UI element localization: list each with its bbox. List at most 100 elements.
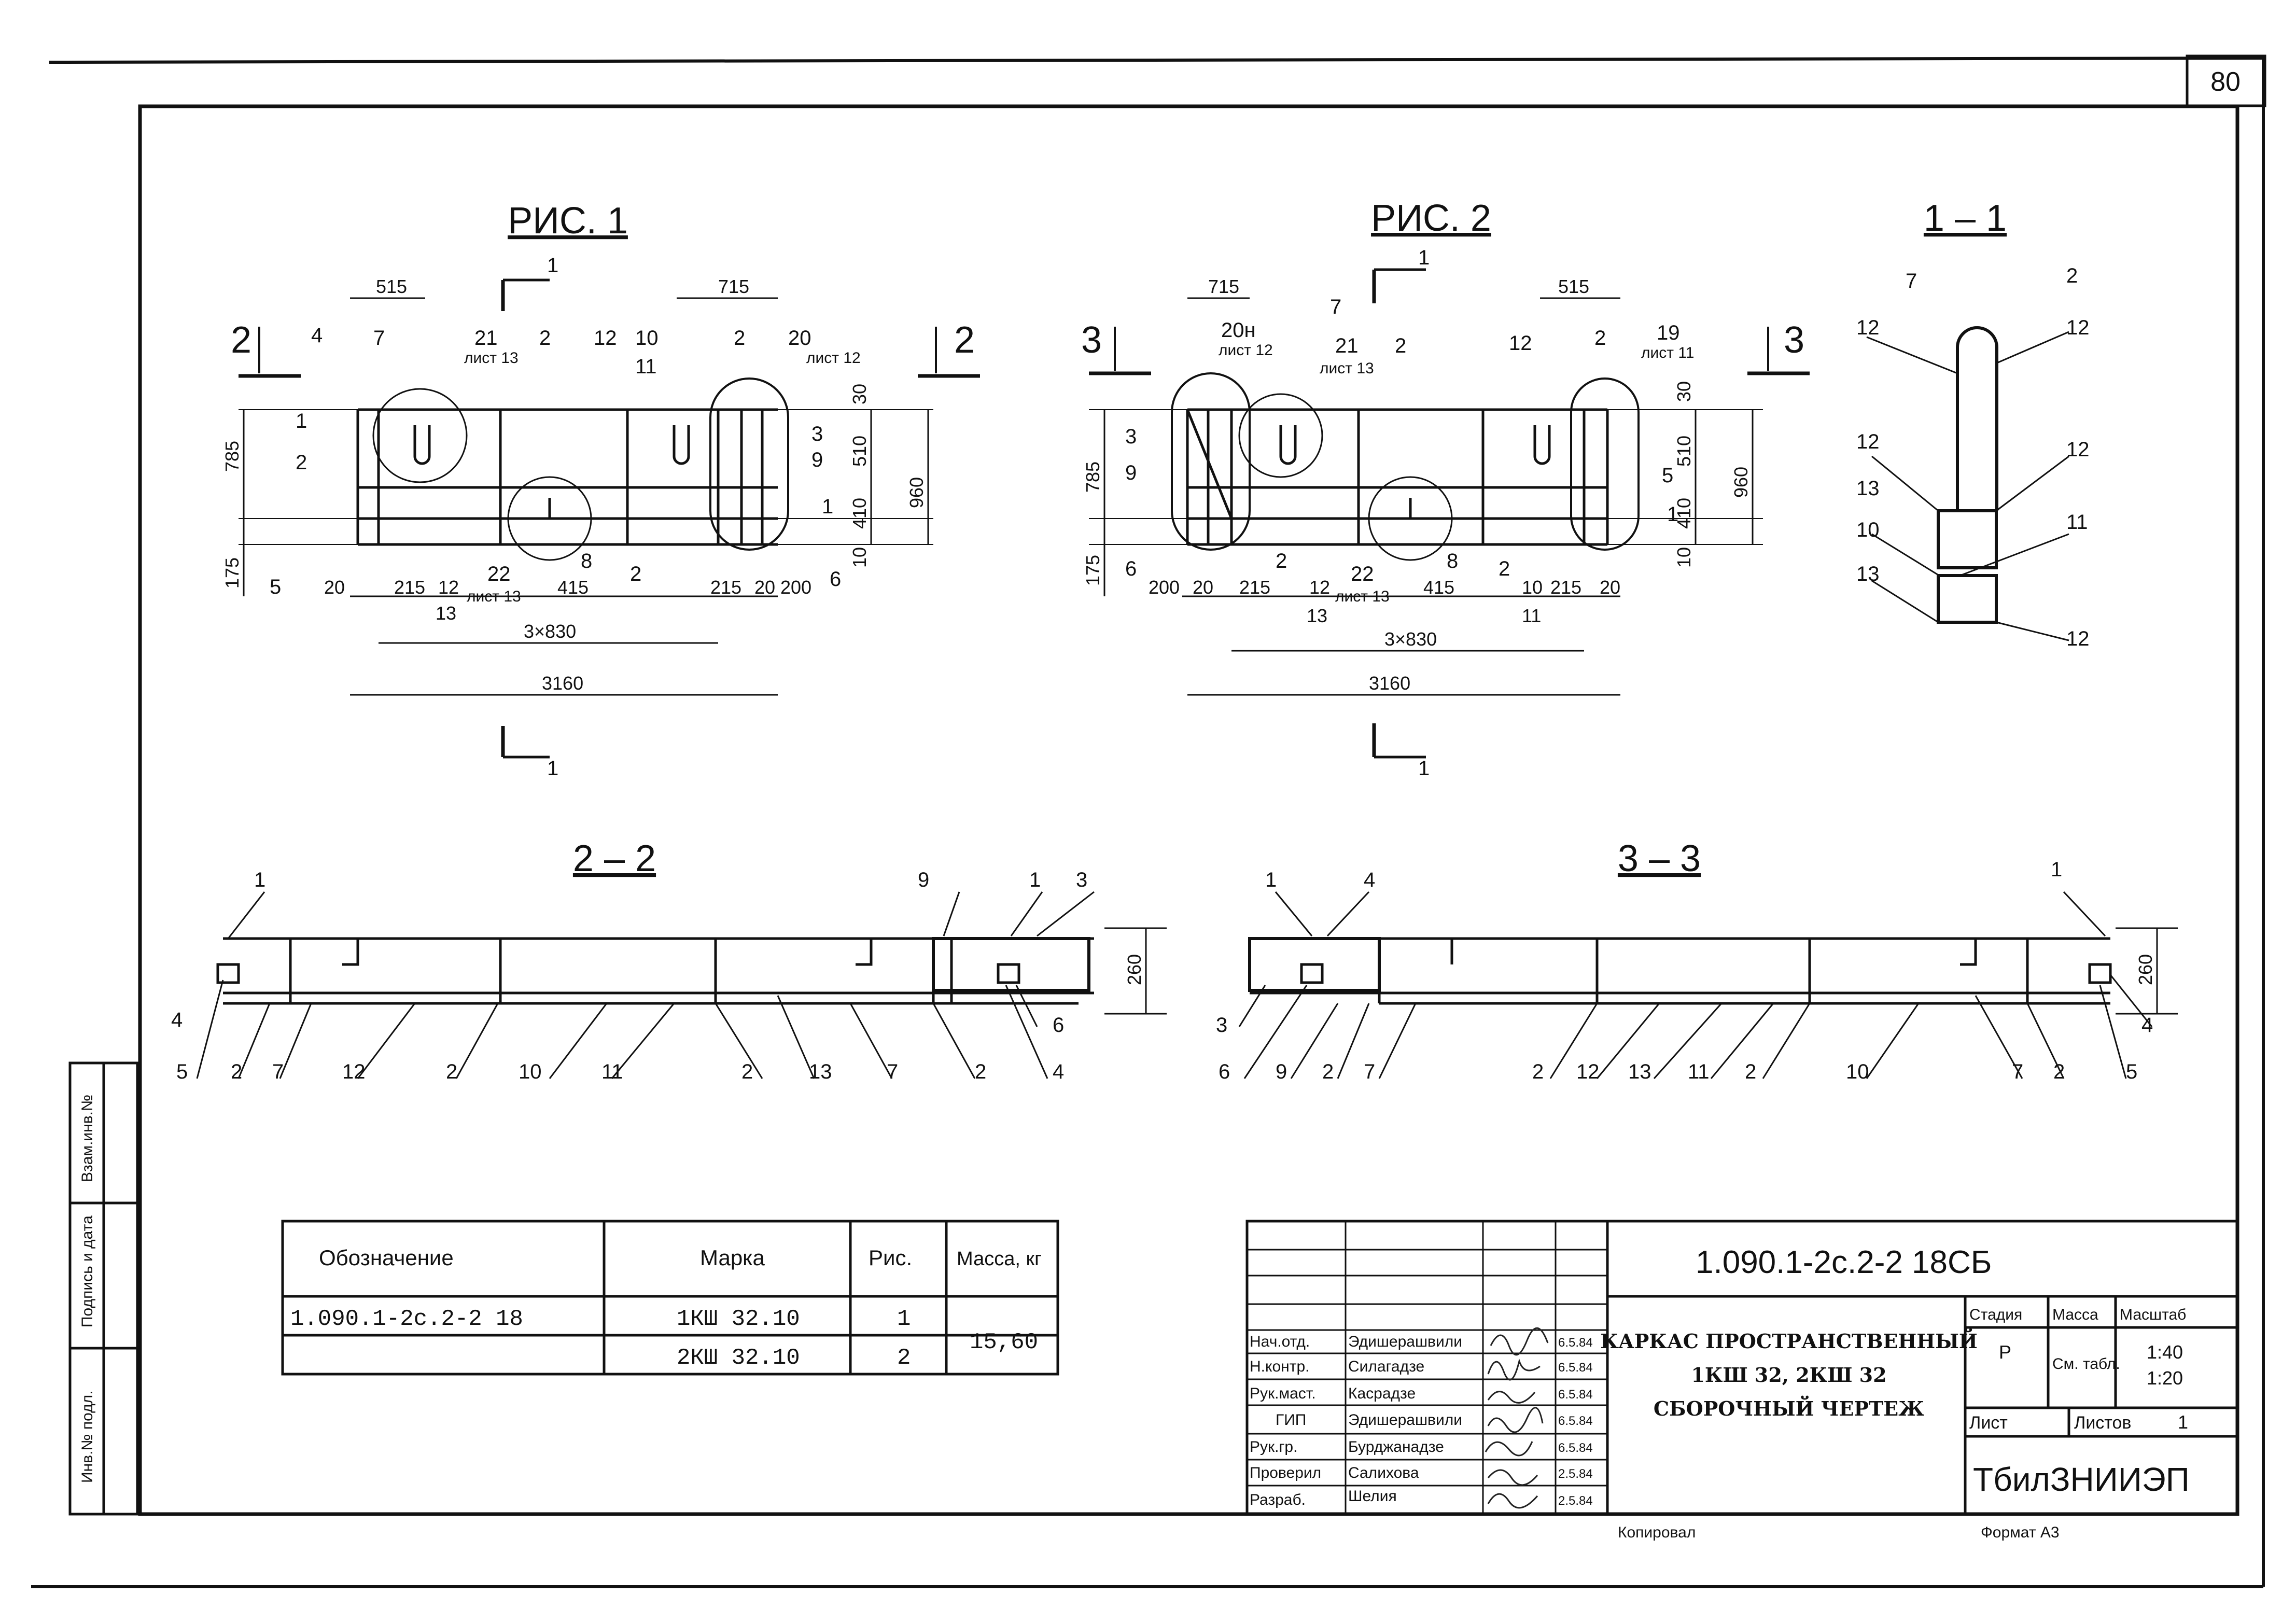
fig2-dim-515: 515 (1558, 276, 1589, 297)
fig1-mark-5: 5 (270, 576, 281, 598)
sec22-bot-2b: 2 (446, 1060, 457, 1083)
spec-header-mark: Марка (700, 1246, 765, 1270)
sig-role-3: ГИП (1276, 1411, 1306, 1429)
fig1-dim-410: 410 (849, 498, 870, 529)
sig-date-4: 6.5.84 (1558, 1441, 1593, 1455)
fig1-mark-7: 7 (373, 327, 385, 349)
title-line-3: СБОРОЧНЫЙ ЧЕРТЕЖ (1654, 1396, 1924, 1420)
sec22-bot-2d: 2 (975, 1060, 986, 1083)
signature-scribbles (1485, 1327, 1549, 1509)
title-line-2: 1КШ 32, 2КШ 32 (1691, 1363, 1886, 1387)
fig2-mark-6: 6 (1125, 557, 1137, 580)
sig-name-3: Эдишерашвили (1348, 1411, 1462, 1429)
spec-row1-mark: 1КШ 32.10 (677, 1306, 800, 1332)
sig-date-3: 6.5.84 (1558, 1414, 1593, 1428)
title-line-1: КАРКАС ПРОСТРАНСТВЕННЫЙ (1600, 1328, 1978, 1353)
sig-role-5: Проверил (1250, 1464, 1321, 1481)
sig-name-2: Касрадзе (1348, 1385, 1416, 1402)
fig2-dim-b13: 13 (1307, 605, 1327, 626)
sec11-mark-11: 11 (2066, 511, 2088, 534)
sig-role-4: Рук.гр. (1250, 1438, 1297, 1456)
sec11-mark-13a: 13 (1856, 477, 1880, 500)
sec33-bot-13: 13 (1628, 1060, 1651, 1083)
fig2-dim-b215a: 215 (1239, 577, 1270, 598)
scale-header: Масштаб (2120, 1306, 2186, 1323)
sec33-bot-6: 6 (1219, 1060, 1230, 1083)
fig2-mark-5: 5 (1662, 464, 1673, 487)
fig2-dim-410: 410 (1673, 498, 1695, 529)
side-stamp (68, 1061, 139, 1516)
sec22-bot-7a: 7 (272, 1060, 284, 1083)
sec22-bot-10: 10 (519, 1060, 542, 1083)
sec33-bot-5: 5 (2126, 1060, 2137, 1083)
fig1-dim-510: 510 (849, 436, 870, 467)
sec33-bot-3: 3 (1216, 1014, 1227, 1037)
fig2-tag-bottom: 1 (1418, 757, 1430, 780)
scale-value-1: 1:40 (2147, 1341, 2183, 1363)
sec22-top-3: 3 (1076, 869, 1087, 891)
sig-name-4: Бурджанадзе (1348, 1438, 1444, 1456)
fig2-callout-21-sheet: лист 13 (1320, 360, 1374, 377)
spec-table: Обозначение Марка Рис. Масса, кг 1.090.1… (281, 1220, 1059, 1376)
section-2-2: 2 – 2 (171, 838, 1167, 1083)
fig1-callout-21-sheet: лист 13 (464, 349, 519, 367)
fig2-title: РИС. 2 (1371, 198, 1491, 239)
doc-code: 1.090.1-2с.2-2 18СБ (1696, 1244, 1992, 1280)
mass-header: Масса (2052, 1306, 2098, 1323)
sec33-bot-4: 4 (2141, 1014, 2153, 1037)
fig2-dim-b20b: 20 (1600, 577, 1620, 598)
side-stamp-inv: Инв.№ подл. (79, 1390, 96, 1483)
sec22-bot-11: 11 (601, 1060, 623, 1083)
fig1-title: РИС. 1 (508, 200, 628, 242)
section-3-3: 3 – 3 (1216, 838, 2178, 1083)
fig2-mark-2b: 2 (1276, 550, 1287, 572)
fig1-tag-left: 2 (231, 319, 251, 361)
fig2-callout-22-sheet: лист 13 (1335, 588, 1390, 605)
sec22-bot-12: 12 (342, 1060, 366, 1083)
fig1-tag-right: 2 (954, 319, 975, 361)
fig1-callout-22-sheet: лист 13 (467, 588, 521, 605)
fig2-dim-b215b: 215 (1550, 577, 1581, 598)
fig2-mark-2c: 2 (1594, 327, 1606, 349)
copied-label: Копировал (1618, 1524, 1696, 1541)
fig2-callout-22: 22 (1351, 563, 1374, 585)
fig1-dim-b12: 12 (438, 577, 459, 598)
fig1-tag-top: 1 (547, 254, 558, 277)
sec33-bot-11: 11 (1688, 1060, 1710, 1083)
sheets-value: 1 (2178, 1411, 2188, 1433)
sec33-bot-7a: 7 (1364, 1060, 1375, 1083)
fig1-dim-b415: 415 (557, 577, 589, 598)
sec22-bot-5: 5 (176, 1060, 188, 1083)
fig1-dim-960: 960 (906, 477, 927, 508)
side-stamp-sign: Подпись и дата (79, 1215, 96, 1327)
fig2-dim-b11: 11 (1522, 605, 1541, 626)
fig2-tag-top: 1 (1418, 246, 1430, 269)
fig2-dim-715: 715 (1208, 276, 1239, 297)
fig2-dim-b12: 12 (1309, 577, 1330, 598)
sig-date-2: 6.5.84 (1558, 1388, 1593, 1402)
sec22-bot-6: 6 (1053, 1014, 1064, 1037)
fig1-tag-bottom: 1 (547, 757, 558, 780)
org-name: ТбилЗНИИЭП (1973, 1461, 2190, 1498)
fig2-tag-right: 3 (1784, 319, 1804, 361)
fig1-mark-2c: 2 (630, 563, 641, 585)
sig-role-1: Н.контр. (1250, 1358, 1309, 1375)
side-stamp-replace: Взам.инв.№ (79, 1095, 96, 1182)
sec11-mark-2: 2 (2066, 264, 2078, 287)
sec33-title: 3 – 3 (1618, 838, 1701, 879)
sec33-bot-10: 10 (1846, 1060, 1869, 1083)
sig-role-0: Нач.отд. (1250, 1333, 1310, 1350)
fig2-mark-2a: 2 (1395, 334, 1406, 357)
fig1-callout-8: 8 (581, 550, 592, 572)
fig2-dim-510: 510 (1673, 436, 1695, 467)
sec11-mark-12d: 12 (2066, 438, 2090, 461)
sig-name-0: Эдишерашвили (1348, 1333, 1462, 1350)
fig1-mark-2a: 2 (296, 451, 307, 474)
sig-date-5: 2.5.84 (1558, 1467, 1593, 1481)
sec33-bot-12: 12 (1576, 1060, 1600, 1083)
sec33-bot-2d: 2 (2053, 1060, 2065, 1083)
sig-name-5: Салихова (1348, 1464, 1419, 1481)
sec33-bot-7b: 7 (2012, 1060, 2023, 1083)
fig2-dim-785: 785 (1082, 461, 1103, 493)
sig-name-1: Силагадзе (1348, 1358, 1424, 1375)
